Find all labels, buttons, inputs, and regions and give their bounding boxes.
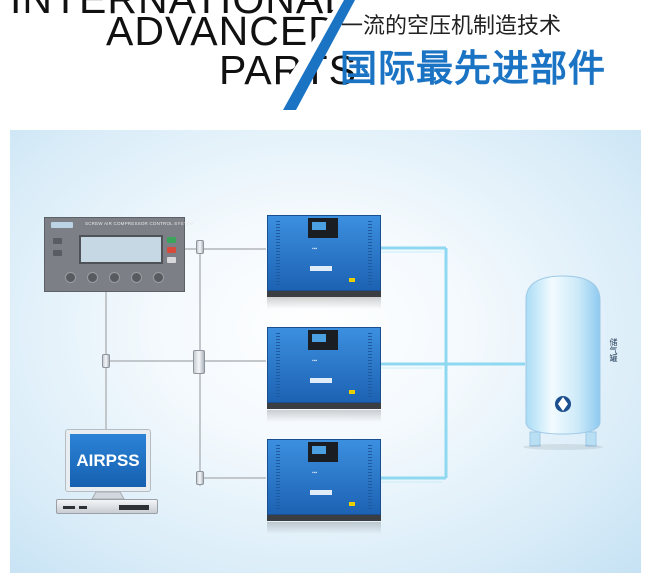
controller-button xyxy=(53,250,62,256)
controller-knob xyxy=(65,272,76,283)
compressor-logo xyxy=(310,266,332,271)
header-banner: INTERNATIONAL ADVANCED PARTS 一流的空压机制造技术 … xyxy=(0,0,651,110)
compressor-vent xyxy=(368,445,372,511)
desktop-tower-icon xyxy=(56,499,158,514)
compressor-label: ▪▪▪ xyxy=(312,470,318,476)
slash-divider-icon xyxy=(266,0,360,110)
air-compressor-icon: ▪▪▪ xyxy=(267,215,381,291)
compressor-control-panel xyxy=(308,218,338,238)
compressor-shadow xyxy=(267,522,381,534)
controller-button xyxy=(53,238,62,244)
controller-screen xyxy=(79,235,163,264)
compressor-warning-tag xyxy=(349,502,355,506)
compressor-shadow xyxy=(267,297,381,309)
compressor-vent xyxy=(276,333,280,399)
compressor-base xyxy=(267,291,381,297)
cable-coupler xyxy=(196,471,204,485)
compressor-label: ▪▪▪ xyxy=(312,246,318,252)
controller-button xyxy=(167,257,176,263)
cable-coupler xyxy=(196,240,204,254)
controller-knob xyxy=(109,272,120,283)
compressor-logo xyxy=(310,378,332,383)
compressor-logo xyxy=(310,490,332,495)
compressor-vent xyxy=(276,221,280,287)
compressor-warning-tag xyxy=(349,278,355,282)
controller-title: SCREW AIR COMPRESSOR CONTROL SYSTEM xyxy=(85,221,194,226)
eng-title-line2: ADVANCED xyxy=(106,8,339,54)
compressor-label: ▪▪▪ xyxy=(312,358,318,364)
compressor-base xyxy=(267,403,381,409)
compressor-shadow xyxy=(267,410,381,422)
drive-slot xyxy=(63,506,75,509)
cn-title: 国际最先进部件 xyxy=(340,47,606,90)
compressor-vent xyxy=(368,221,372,287)
monitor-screen: AIRPSS xyxy=(70,434,146,487)
controller-knob xyxy=(153,272,164,283)
airpss-screen-text: AIRPSS xyxy=(76,451,140,470)
eng-title-line1: INTERNATIONAL xyxy=(10,0,348,20)
compressor-vent xyxy=(368,333,372,399)
air-compressor-icon: ▪▪▪ xyxy=(267,327,381,403)
control-panel-icon: SCREW AIR COMPRESSOR CONTROL SYSTEM xyxy=(44,217,194,292)
compressor-control-panel xyxy=(308,330,338,350)
controller-button xyxy=(167,237,176,243)
compressor-control-panel xyxy=(308,442,338,462)
cable-coupler xyxy=(102,354,110,368)
compressor-base xyxy=(267,515,381,521)
controller-logo xyxy=(51,222,73,228)
compressor-warning-tag xyxy=(349,390,355,394)
air-compressor-icon: ▪▪▪ xyxy=(267,439,381,515)
controller-knob xyxy=(87,272,98,283)
compressor-vent xyxy=(276,445,280,511)
cable-coupler xyxy=(193,350,205,374)
controller-button xyxy=(167,247,176,253)
desktop-computer-icon: AIRPSS xyxy=(65,429,151,492)
controller-knob xyxy=(131,272,142,283)
drive-slot xyxy=(119,505,149,510)
cn-subtitle: 一流的空压机制造技术 xyxy=(341,14,562,39)
tank-label: 储气罐 xyxy=(609,338,618,362)
drive-slot xyxy=(79,506,87,509)
